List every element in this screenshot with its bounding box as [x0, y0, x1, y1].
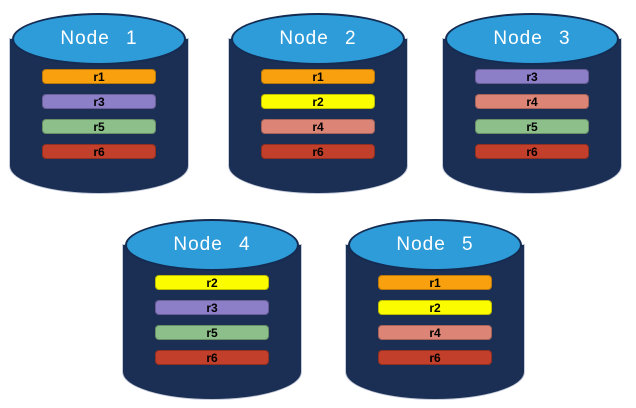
- replica-bar: r1: [261, 69, 375, 84]
- replica-bar: r1: [42, 69, 156, 84]
- replica-bar: r6: [261, 144, 375, 159]
- replica-bar: r5: [42, 119, 156, 134]
- node-5-replica-list: r1 r2 r4 r6: [378, 275, 492, 365]
- replica-bar: r4: [378, 325, 492, 340]
- replica-bar: r6: [475, 144, 589, 159]
- node-4-replica-list: r2 r3 r5 r6: [155, 275, 269, 365]
- node-1-cylinder-top: Node 1: [12, 13, 186, 65]
- node-3-replica-list: r3 r4 r5 r6: [475, 69, 589, 159]
- node-2-cylinder: Node 2 r1 r2 r4 r6: [229, 13, 407, 193]
- replica-bar: r3: [475, 69, 589, 84]
- node-3-cylinder: Node 3 r3 r4 r5 r6: [443, 13, 621, 193]
- node-3-cylinder-top: Node 3: [445, 13, 619, 65]
- node-5-cylinder-top: Node 5: [348, 219, 522, 271]
- node-1-replica-list: r1 r3 r5 r6: [42, 69, 156, 159]
- replica-bar: r6: [378, 350, 492, 365]
- replica-bar: r6: [155, 350, 269, 365]
- replica-bar: r1: [378, 275, 492, 290]
- node-4-cylinder-top: Node 4: [125, 219, 299, 271]
- replica-bar: r4: [261, 119, 375, 134]
- node-1-title: Node 1: [60, 28, 138, 49]
- replica-bar: r3: [42, 94, 156, 109]
- node-4-cylinder: Node 4 r2 r3 r5 r6: [123, 219, 301, 399]
- replica-bar: r4: [475, 94, 589, 109]
- replica-bar: r3: [155, 300, 269, 315]
- node-2-replica-list: r1 r2 r4 r6: [261, 69, 375, 159]
- node-5-title: Node 5: [396, 234, 474, 255]
- node-2-title: Node 2: [279, 28, 357, 49]
- replica-bar: r6: [42, 144, 156, 159]
- replica-bar: r2: [155, 275, 269, 290]
- replica-bar: r2: [261, 94, 375, 109]
- replica-bar: r2: [378, 300, 492, 315]
- replica-bar: r5: [475, 119, 589, 134]
- node-2-cylinder-top: Node 2: [231, 13, 405, 65]
- node-1-cylinder: Node 1 r1 r3 r5 r6: [10, 13, 188, 193]
- node-5-cylinder: Node 5 r1 r2 r4 r6: [346, 219, 524, 399]
- replica-bar: r5: [155, 325, 269, 340]
- node-4-title: Node 4: [173, 234, 251, 255]
- node-3-title: Node 3: [493, 28, 571, 49]
